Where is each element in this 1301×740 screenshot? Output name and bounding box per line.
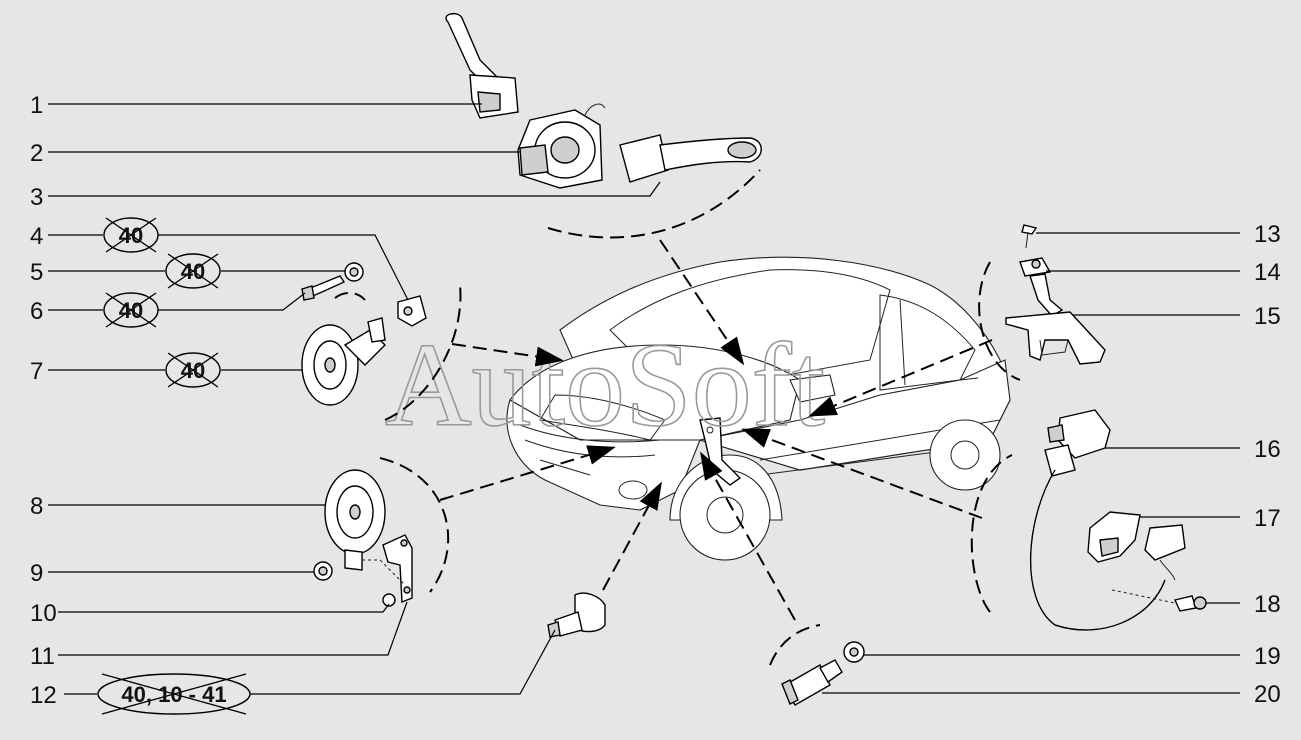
- ref-oval-12-text: 40, 10 - 41: [121, 682, 226, 707]
- reference-ovals: 40 40 40 40 40, 10 - 41: [97, 217, 251, 715]
- turn-signal-switch-part: [445, 12, 519, 119]
- ref-oval-5-text: 40: [181, 259, 205, 284]
- callout-2: 2: [30, 140, 43, 167]
- callout-8: 8: [30, 493, 43, 520]
- callout-6: 6: [30, 298, 43, 325]
- screw-part-18: [1174, 595, 1207, 612]
- callout-16: 16: [1254, 436, 1281, 463]
- ref-oval-4: 40: [103, 217, 159, 253]
- callout-17: 17: [1254, 505, 1281, 532]
- wiper-switch-part: [619, 134, 762, 183]
- ref-oval-6-text: 40: [119, 298, 143, 323]
- callout-1: 1: [30, 92, 43, 119]
- horn-high-part: [301, 317, 386, 406]
- callout-15: 15: [1254, 303, 1281, 330]
- callout-14: 14: [1254, 259, 1281, 286]
- callout-10: 10: [30, 600, 57, 627]
- nut-part-9: [313, 561, 333, 581]
- callout-13: 13: [1254, 221, 1281, 248]
- ref-oval-4-text: 40: [119, 223, 143, 248]
- callout-5: 5: [30, 259, 43, 286]
- switch-part-14: [1019, 257, 1064, 317]
- callout-18: 18: [1254, 591, 1281, 618]
- callout-numbers-right: 13 14 15 16 17 18 19 20: [1254, 221, 1281, 708]
- ref-oval-7-text: 40: [181, 358, 205, 383]
- callout-19: 19: [1254, 643, 1281, 670]
- callout-numbers-left: 1 2 3 4 5 6 7 8 9 10 11 12: [30, 92, 57, 709]
- switch-part-20: [781, 659, 843, 706]
- bracket-part-4: [397, 295, 427, 327]
- horn-low-part: [324, 469, 413, 604]
- ref-oval-5: 40: [165, 253, 221, 289]
- callout-3: 3: [30, 184, 43, 211]
- watermark: AutoSoft: [385, 318, 825, 451]
- bracket-part-15: [1005, 311, 1106, 365]
- bolt-part-6: [301, 275, 346, 301]
- callout-11: 11: [30, 643, 55, 670]
- ref-oval-12: 40, 10 - 41: [97, 673, 251, 715]
- callout-7: 7: [30, 358, 43, 385]
- switch-part-17: [1087, 511, 1186, 581]
- nut-part-10: [382, 593, 396, 607]
- callout-4: 4: [30, 223, 43, 250]
- nut-part-5: [344, 262, 364, 282]
- group-indicators: [334, 169, 1021, 666]
- callout-12: 12: [30, 682, 57, 709]
- screw-part-13: [1021, 224, 1038, 249]
- sensor-harness-part-16: [1030, 409, 1166, 631]
- assembly-arrows: [439, 239, 993, 621]
- ref-oval-7: 40: [165, 352, 221, 388]
- ref-oval-6: 40: [103, 292, 159, 328]
- temperature-sensor-part: [547, 592, 606, 638]
- nut-part-19: [843, 641, 865, 663]
- steering-column-module-part: [517, 103, 606, 189]
- callout-20: 20: [1254, 681, 1281, 708]
- leader-lines: [48, 103, 1240, 695]
- callout-9: 9: [30, 560, 43, 587]
